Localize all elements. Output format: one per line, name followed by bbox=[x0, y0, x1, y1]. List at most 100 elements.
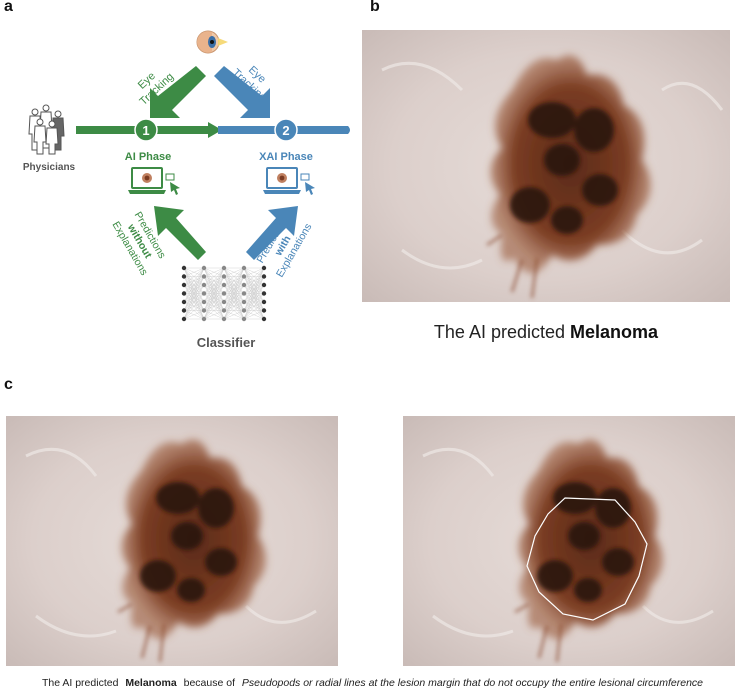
physicians-label: Physicians bbox=[23, 162, 76, 173]
predictions-arrow-right bbox=[246, 206, 298, 260]
network-node bbox=[201, 274, 207, 279]
network-connection bbox=[183, 310, 205, 320]
network-node bbox=[181, 265, 187, 271]
network-connection bbox=[223, 310, 245, 320]
network-connection bbox=[183, 267, 205, 294]
network-connection bbox=[243, 267, 265, 294]
network-node bbox=[201, 308, 207, 313]
network-node bbox=[221, 274, 227, 279]
caption-b-prefix: The AI predicted bbox=[433, 322, 566, 342]
network-connection bbox=[183, 284, 205, 320]
network-connection bbox=[223, 276, 245, 320]
network-connection bbox=[203, 293, 225, 320]
caption-c-prediction: Melanoma bbox=[125, 677, 177, 689]
caption-c-prefix: The AI predicted bbox=[41, 677, 119, 689]
network-node bbox=[261, 274, 267, 279]
network-connection bbox=[203, 267, 225, 294]
network-node bbox=[181, 291, 187, 296]
network-node bbox=[221, 308, 227, 313]
network-node bbox=[181, 308, 187, 313]
network-connection bbox=[203, 267, 225, 311]
network-connection bbox=[183, 267, 205, 277]
explanation-region-outline bbox=[526, 497, 648, 621]
network-node bbox=[221, 299, 227, 305]
network-connection bbox=[243, 293, 265, 320]
network-connection bbox=[203, 267, 225, 320]
network-connection bbox=[203, 267, 225, 303]
dermoscopy-image-c-right bbox=[403, 416, 735, 666]
network-node bbox=[261, 265, 267, 271]
network-connection bbox=[203, 310, 225, 320]
network-node bbox=[201, 291, 207, 296]
network-connection bbox=[183, 301, 205, 320]
network-connection bbox=[243, 267, 265, 303]
eye-tracking-arrow-left bbox=[150, 66, 206, 118]
network-connection bbox=[243, 284, 265, 320]
network-connection bbox=[203, 267, 225, 286]
network-node bbox=[221, 265, 227, 271]
physicians-group-icon bbox=[28, 104, 65, 155]
network-connection bbox=[203, 284, 225, 320]
network-node bbox=[241, 308, 247, 313]
panel-letter-b: b bbox=[370, 0, 380, 15]
network-connection bbox=[223, 293, 245, 320]
caption-c-middle: because of bbox=[183, 677, 235, 689]
phase1-marker: 1 bbox=[134, 118, 158, 142]
network-node bbox=[261, 282, 267, 288]
network-node bbox=[201, 316, 207, 322]
caption-c: The AI predicted Melanoma because of Pse… bbox=[0, 677, 745, 689]
network-connection bbox=[223, 301, 245, 320]
network-connection bbox=[223, 267, 245, 277]
network-connection bbox=[223, 267, 245, 286]
network-connection bbox=[183, 276, 205, 320]
network-node bbox=[261, 299, 267, 305]
network-node bbox=[201, 282, 207, 288]
panel-letter-c: c bbox=[4, 376, 13, 393]
lesion bbox=[486, 55, 651, 299]
network-connection bbox=[223, 284, 245, 320]
network-node bbox=[241, 291, 247, 296]
network-node bbox=[241, 299, 247, 305]
network-connection bbox=[183, 267, 205, 303]
study-diagram: Eye Tracking Eye Tracking Physicians bbox=[23, 30, 350, 350]
network-node bbox=[201, 265, 207, 271]
network-node bbox=[221, 316, 227, 322]
network-node bbox=[241, 265, 247, 271]
caption-b: The AI predicted Melanoma bbox=[362, 322, 730, 343]
eye-icon bbox=[196, 30, 228, 54]
caption-b-prediction: Melanoma bbox=[570, 322, 659, 342]
panel-letter-a: a bbox=[4, 0, 13, 15]
phase2-number: 2 bbox=[282, 123, 289, 138]
network-node bbox=[241, 282, 247, 288]
network-node bbox=[241, 274, 247, 279]
predictions-arrow-left bbox=[154, 206, 206, 260]
network-node bbox=[241, 316, 247, 322]
network-connection bbox=[203, 267, 225, 277]
network-connection bbox=[243, 267, 265, 320]
phase2-marker: 2 bbox=[274, 118, 298, 142]
network-node bbox=[221, 291, 227, 296]
network-connection bbox=[183, 267, 205, 286]
network-connection bbox=[183, 293, 205, 320]
dermoscopy-image-c-left bbox=[6, 416, 338, 666]
network-node bbox=[201, 299, 207, 305]
network-connection bbox=[243, 276, 265, 320]
dermoscopy-image-b bbox=[362, 30, 730, 302]
phase2-label: XAI Phase bbox=[259, 151, 313, 163]
network-connection bbox=[243, 301, 265, 320]
network-node bbox=[181, 316, 187, 322]
network-node bbox=[221, 282, 227, 288]
network-node bbox=[181, 299, 187, 305]
network-node bbox=[261, 316, 267, 322]
network-connection bbox=[243, 267, 265, 277]
network-connection bbox=[203, 301, 225, 320]
caption-c-reason: Pseudopods or radial lines at the lesion… bbox=[241, 677, 704, 689]
network-connection bbox=[243, 310, 265, 320]
network-connection bbox=[223, 267, 245, 303]
network-node bbox=[261, 308, 267, 313]
laptop-icon bbox=[263, 167, 315, 195]
lesion bbox=[117, 439, 267, 663]
laptop-icon bbox=[128, 167, 180, 195]
network-node bbox=[261, 291, 267, 296]
network-node bbox=[181, 282, 187, 288]
